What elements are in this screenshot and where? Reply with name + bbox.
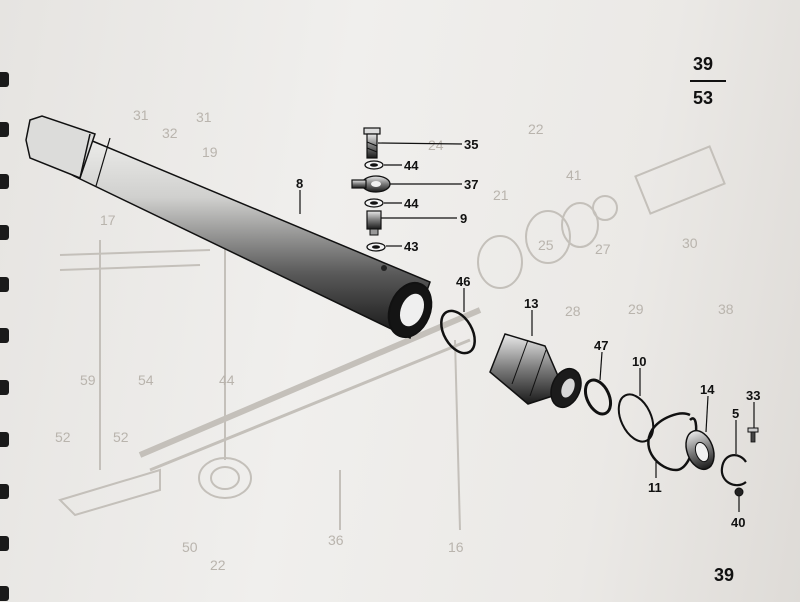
page-number-divider xyxy=(690,80,726,82)
binder-hole xyxy=(0,536,9,551)
leader-lines xyxy=(299,142,755,512)
ghost-label: 44 xyxy=(219,372,235,388)
part-10-circlip xyxy=(617,393,655,443)
part-44-washer xyxy=(364,160,384,170)
ghost-label: 22 xyxy=(210,557,226,573)
ghost-label: 41 xyxy=(566,167,582,183)
ghost-label: 30 xyxy=(682,235,698,251)
ghost-label: 32 xyxy=(162,125,178,141)
part-43-washer xyxy=(366,242,386,252)
ghost-label: 52 xyxy=(55,429,71,445)
ghost-label: 21 xyxy=(493,187,509,203)
ghost-label: 28 xyxy=(565,303,581,319)
ghost-label: 29 xyxy=(628,301,644,317)
ghost-label: 59 xyxy=(80,372,96,388)
part-8-tube xyxy=(25,115,433,340)
ghost-label: 38 xyxy=(718,301,734,317)
part-33-screw xyxy=(747,427,759,443)
page-number-top: 39 xyxy=(693,54,714,74)
binder-hole xyxy=(0,174,9,189)
label-47: 47 xyxy=(594,338,608,353)
label-9: 9 xyxy=(460,211,467,226)
label-11: 11 xyxy=(648,480,662,495)
ghost-label: 19 xyxy=(202,144,218,160)
label-40: 40 xyxy=(731,515,745,530)
part-14-bushing xyxy=(685,429,715,471)
label-10: 10 xyxy=(632,354,646,369)
part-13-nut xyxy=(489,333,582,409)
label-13: 13 xyxy=(524,296,538,311)
part-44-washer xyxy=(364,198,384,208)
binder-hole xyxy=(0,328,9,343)
ghost-label: 31 xyxy=(196,109,212,125)
ghost-label: 36 xyxy=(328,532,344,548)
label-35: 35 xyxy=(464,137,478,152)
binder-hole xyxy=(0,380,9,395)
ghost-label: 24 xyxy=(428,137,444,153)
label-43: 43 xyxy=(404,239,418,254)
label-44: 44 xyxy=(404,196,419,211)
binder-hole xyxy=(0,72,9,87)
ghost-label: 31 xyxy=(133,107,149,123)
part-35-banjo-bolt xyxy=(363,127,381,159)
label-46: 46 xyxy=(456,274,470,289)
part-5-clip xyxy=(720,454,747,487)
part-46-o-ring xyxy=(440,309,476,355)
ghost-label: 22 xyxy=(528,121,544,137)
ghost-label: 50 xyxy=(182,539,198,555)
label-33: 33 xyxy=(746,388,760,403)
page-number-bottom: 53 xyxy=(693,88,714,108)
ghost-label: 17 xyxy=(100,212,116,228)
label-8: 8 xyxy=(296,176,303,191)
bleed-through-drawing xyxy=(58,145,726,531)
ghost-label: 25 xyxy=(538,237,554,253)
ghost-label: 54 xyxy=(138,372,154,388)
ghost-label: 27 xyxy=(595,241,611,257)
label-5: 5 xyxy=(732,406,739,421)
binder-hole xyxy=(0,432,9,447)
ghost-label: 52 xyxy=(113,429,129,445)
label-37: 37 xyxy=(464,177,478,192)
label-14: 14 xyxy=(700,382,715,397)
part-47-ring xyxy=(583,378,613,416)
binder-hole xyxy=(0,586,9,601)
label-44: 44 xyxy=(404,158,419,173)
ghost-label: 16 xyxy=(448,539,464,555)
binder-hole xyxy=(0,225,9,240)
part-9-nipple xyxy=(366,210,382,236)
page-number-footer: 39 xyxy=(714,565,735,585)
part-37-banjo-union xyxy=(351,175,391,193)
binder-hole xyxy=(0,122,9,137)
part-40-ball xyxy=(734,487,744,497)
binder-hole xyxy=(0,277,9,292)
binder-hole xyxy=(0,484,9,499)
